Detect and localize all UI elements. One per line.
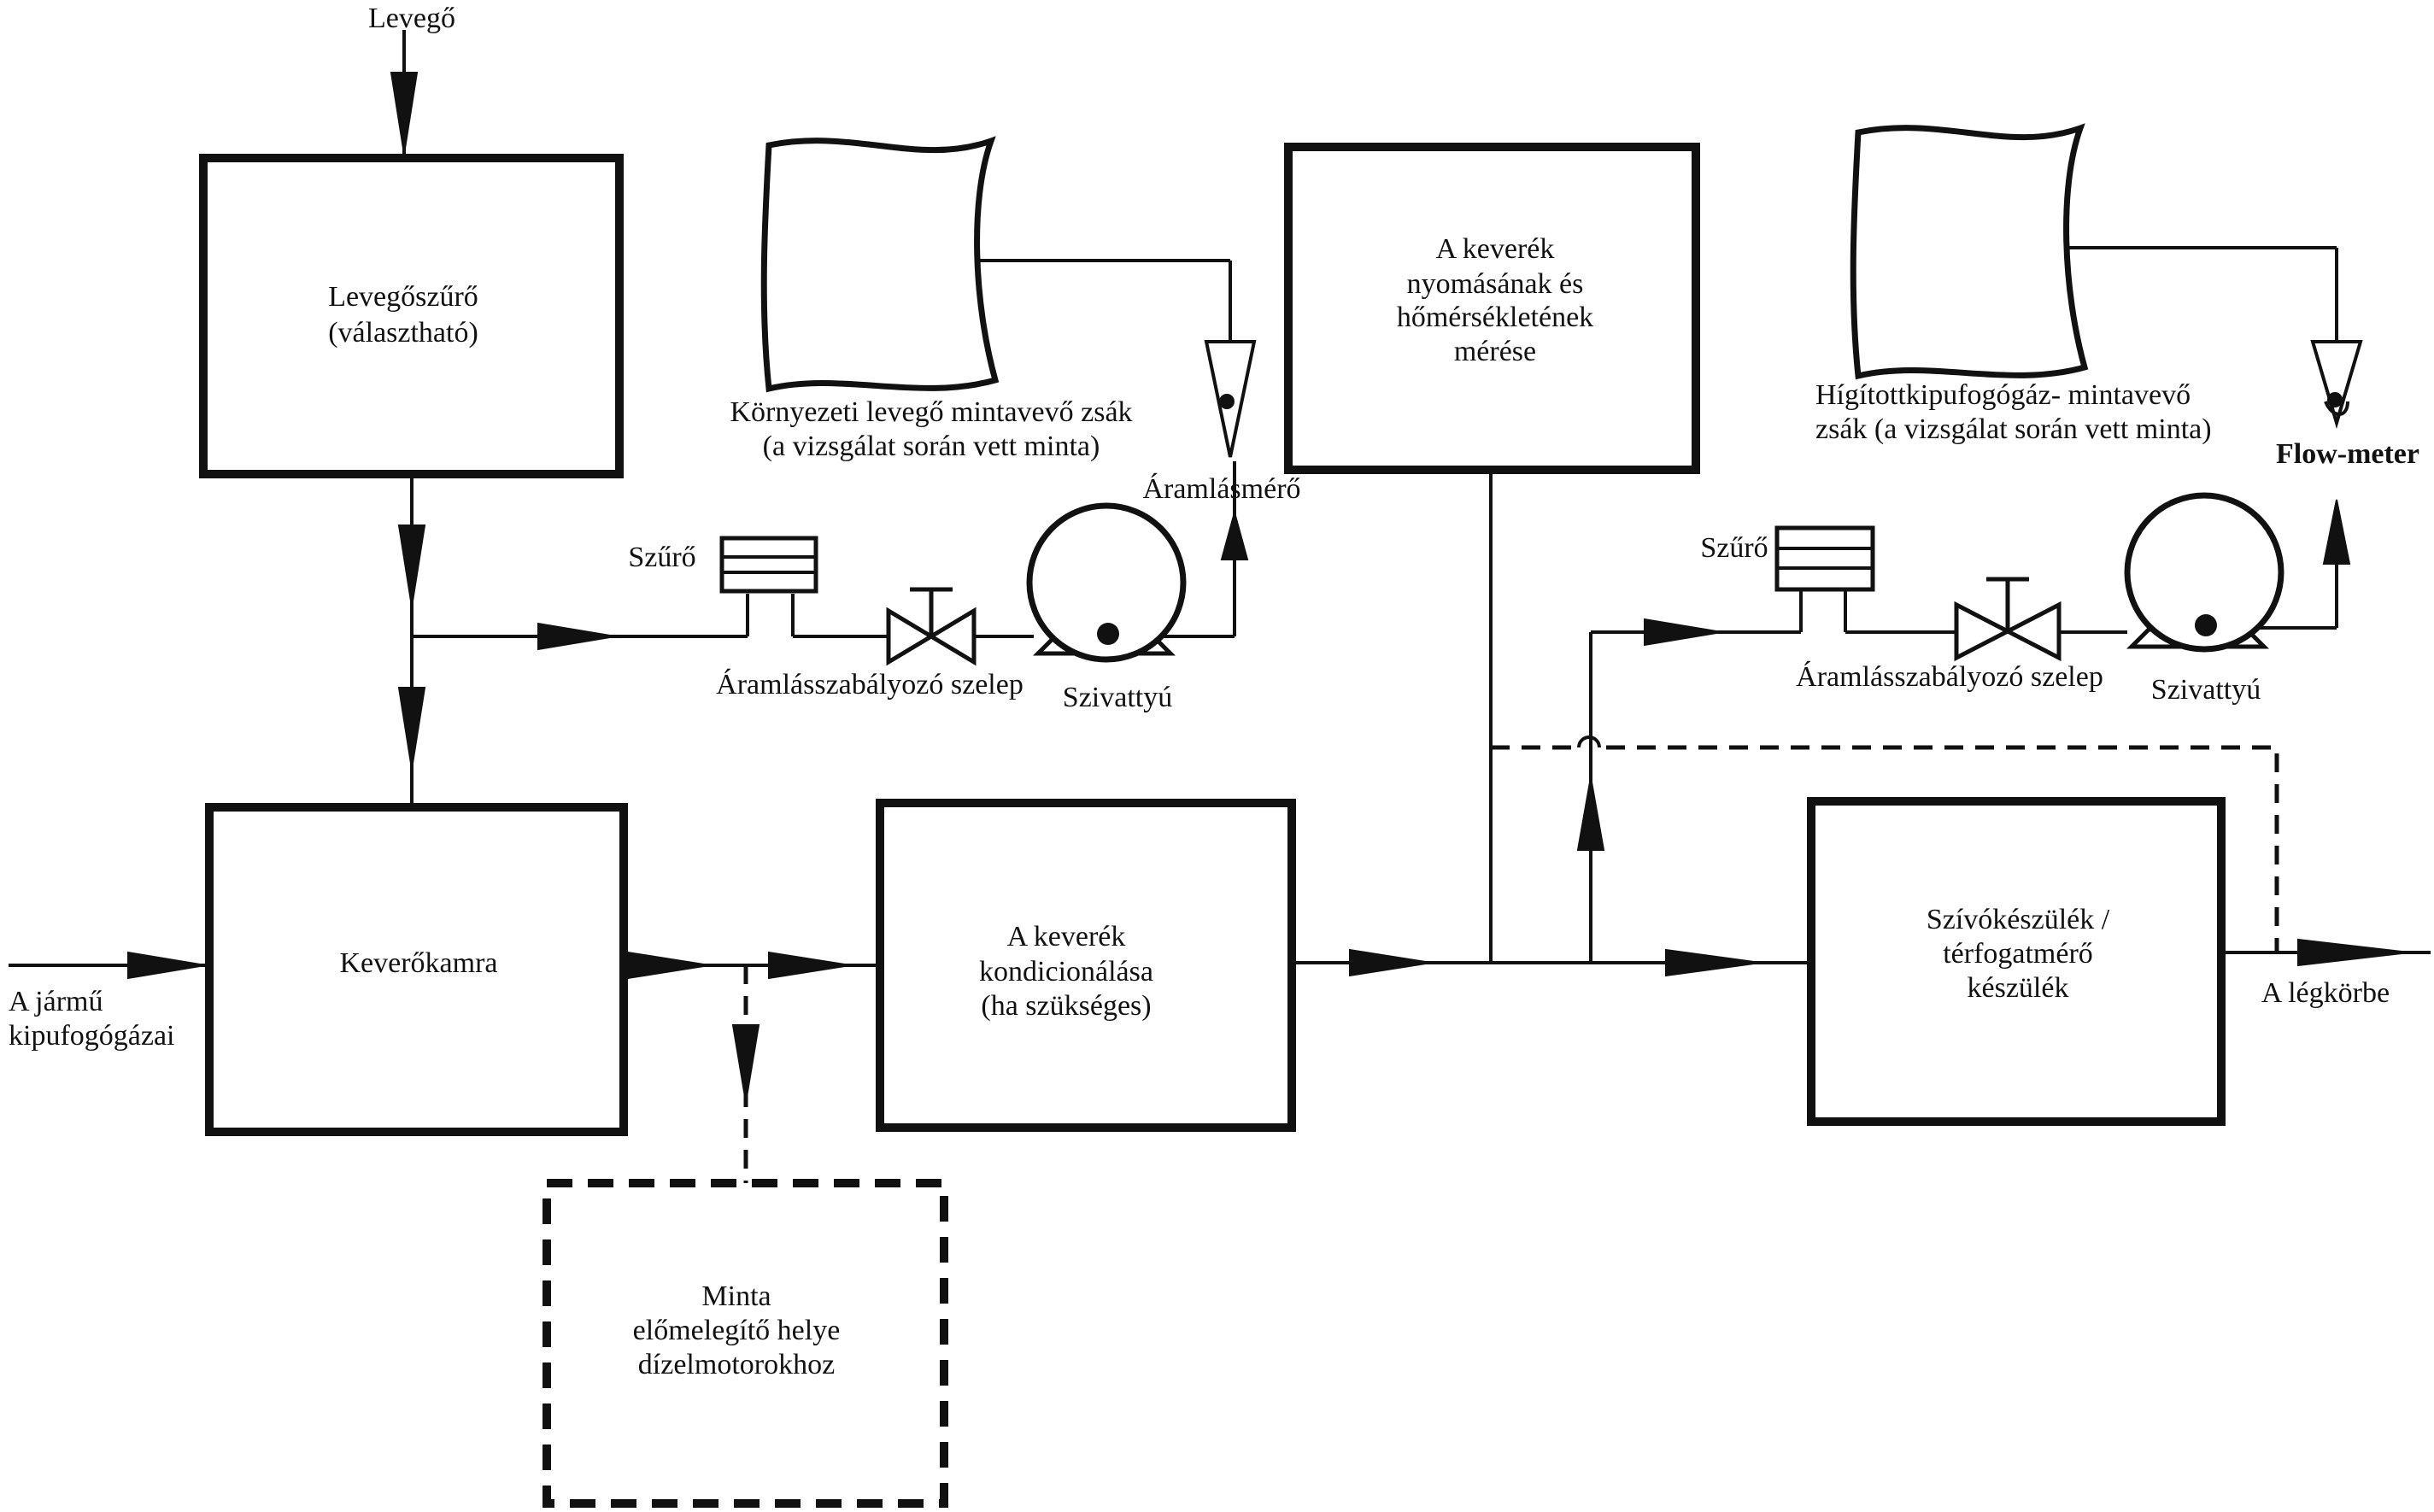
ambient-flow-control-valve [886,587,977,666]
dilute-bag-label-line1: Hígítottkipufogógáz- mintavevő [1815,379,2191,411]
conditioning-label-line3: (ha szükséges) [981,990,1151,1022]
ambient-filter-label: Szűrő [628,542,695,573]
ambient-bag-label-line2: (a vizsgálat során vett minta) [763,431,1100,462]
measurement-label-line2: nyomásának és [1407,268,1584,300]
suction-device-label-line2: térfogatmérő [1943,938,2093,970]
dilute-flowmeter [2310,340,2363,430]
measurement-label-line3: hőmérsékletének [1397,302,1593,333]
conditioning-box [876,799,1296,1132]
preheater-label-line2: előmelegítő helye [633,1315,841,1346]
dilute-up-arrow [2322,499,2351,565]
measurement-box [1284,143,1700,474]
dilute-flow-control-valve [1954,577,2062,662]
measurement-label-line1: A keverék [1436,233,1555,265]
dashed-bypass-line-2 [1606,745,2279,952]
dilute-pump-label: Szivattyú [2151,674,2261,706]
air-inlet-label: Levegő [368,3,455,34]
suction-device-box [1807,797,2226,1126]
dilute-valve-label: Áramlásszabályozó szelep [1796,661,2103,693]
exhaust-inlet-label-line2: kipufogógázai [9,1020,175,1052]
dilute-branch-up-arrow [1576,777,1605,851]
ambient-pump-label: Szivattyú [1063,682,1172,713]
conditioning-label-line2: kondicionálása [979,956,1153,987]
dilute-filter-label: Szűrő [1700,532,1768,564]
ambient-pump [1026,502,1187,663]
preheater-label-line1: Minta [701,1281,771,1312]
exhaust-inlet-label-line1: A jármű [9,986,103,1017]
main-flow-arrow-2 [1665,948,1761,977]
preheater-label-line3: dízelmotorokhoz [638,1349,835,1380]
exhaust-inlet-arrow [127,951,206,980]
ambient-valve-label: Áramlásszabályozó szelep [716,669,1023,700]
mixing-chamber-box [205,803,628,1136]
suction-device-label-line3: készülék [1968,972,2069,1004]
measurement-label-line4: mérése [1454,336,1536,367]
dilute-pump [2124,492,2284,653]
ambient-bag-label-line1: Környezeti levegő mintavevő zsák [730,396,1132,428]
preheater-arrow [731,1024,760,1103]
dilute-sample-bag [1850,123,2089,380]
air-filter-box [199,154,624,478]
dilute-flowmeter-label: Flow-meter [2276,438,2419,470]
preheater-box [543,1179,948,1508]
mixing-chamber-label: Keverőkamra [339,947,497,979]
ambient-flowmeter-label: Áramlásmérő [1142,473,1300,505]
conditioning-label-line1: A keverék [1007,921,1126,952]
ambient-flowmeter [1204,340,1257,458]
air-filter-label-line1: Levegőszűrő [328,281,478,313]
ambient-sample-bag [760,136,1000,393]
dilute-branch-arrow [1644,618,1722,647]
dilute-filter [1774,525,1875,592]
air-inlet-arrow [390,72,419,155]
ambient-filter [719,536,818,594]
to-atmosphere-label: A légkörbe [2261,977,2390,1009]
mixer-out-arrow-1 [627,951,710,980]
filter-down-arrow-1 [397,525,426,607]
filter-down-arrow-2 [397,687,426,770]
suction-device-label-line1: Szívókészülék / [1927,904,2110,935]
main-flow-arrow-1 [1349,948,1432,977]
outlet-arrow [2297,938,2410,967]
air-filter-label-line2: (választható) [328,317,478,349]
ambient-up-arrow [1220,509,1249,560]
dilute-bag-label-line2: zsák (a vizsgálat során vett minta) [1815,413,2212,445]
mixer-out-arrow-2 [768,951,851,980]
ambient-branch-arrow [537,622,616,651]
